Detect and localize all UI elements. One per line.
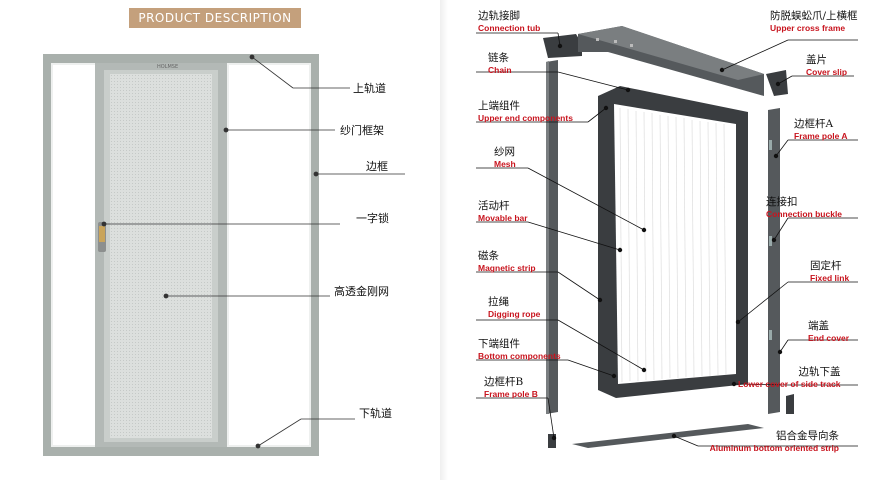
lower-cover-side-track <box>786 394 794 414</box>
left-open-area <box>53 65 95 445</box>
callout-lock: 一字锁 <box>356 212 389 225</box>
door-illustration <box>43 54 405 456</box>
callout-lower-rail: 下轨道 <box>359 407 392 420</box>
right-open-area <box>229 65 309 445</box>
callout-mesh: 高透金刚网 <box>334 285 389 298</box>
brand-mark: HOLMSE <box>157 64 179 70</box>
connection-tub-part <box>543 34 582 58</box>
mesh-texture <box>110 74 212 438</box>
callout-upper-rail: 上轨道 <box>353 82 386 95</box>
left-panel: PRODUCT DESCRIPTION <box>0 0 441 480</box>
callout-screen-frame: 纱门框架 <box>340 124 384 137</box>
lock-handle <box>99 226 105 242</box>
end-cover-bottom-left <box>548 434 556 448</box>
product-description-badge: PRODUCT DESCRIPTION <box>129 8 301 28</box>
panel-gap <box>440 0 448 480</box>
exploded-diagram <box>476 26 858 448</box>
callout-side-frame: 边框 <box>366 160 388 173</box>
aluminum-bottom-strip <box>572 424 764 448</box>
mesh-lines <box>619 107 727 383</box>
